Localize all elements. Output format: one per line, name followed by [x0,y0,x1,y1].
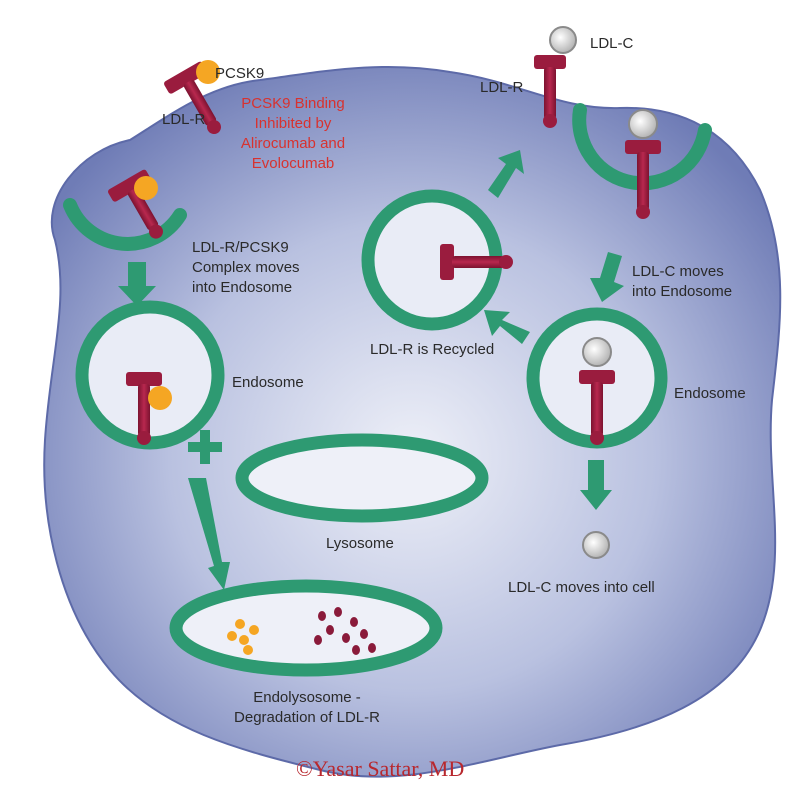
ldlc-moves-line-2: into Endosome [632,283,733,300]
ldlr-recycled [440,244,513,280]
ldlc-moves-line-1: LDL-C moves [632,263,724,280]
ldlr-ldlc-top [534,55,566,128]
complex-line-2: Complex moves [192,259,300,276]
pcsk9-fragments [227,619,259,655]
endosome-left-label: Endosome [232,374,304,391]
membrane-pit-left [63,198,187,251]
arrow-up-icon [488,150,524,198]
pcsk9-label: PCSK9 [215,65,265,82]
inhibition-line-3: Alirocumab and [240,135,346,152]
ldlr-ldlc-in-pit [625,140,661,219]
author-credit: ©Yasar Sattar, MD [296,756,465,781]
ldlc-label-top: LDL-C [590,35,634,52]
ldl-c-particle [628,109,658,139]
arrow-down-icon [580,460,612,510]
endolysosome [169,579,443,677]
ldlr-fragments [314,607,376,655]
lysosome [235,433,489,523]
ldl-c-particle [582,531,610,559]
lysosome-label: Lysosome [326,535,394,552]
ldlr-ldlc-endosome [579,370,615,445]
ldlc-moves-endosome-label: LDL-C moves into Endosome [632,262,732,302]
pcsk9-icon [148,386,172,410]
ldlc-into-cell-label: LDL-C moves into cell [508,579,655,596]
endolysosome-label: Endolysosome - Degradation of LDL-R [212,688,402,728]
complex-moves-label: LDL-R/PCSK9 Complex moves into Endosome [192,238,300,298]
ldl-c-particle [549,26,577,54]
arrow-left-icon [484,310,530,344]
endolysosome-line-2: Degradation of LDL-R [234,709,380,726]
ldlr-pcsk9-endosome [126,372,162,445]
ldl-c-particle [582,337,612,367]
pcsk9-icon [196,60,220,84]
ldlr-label-left: LDL-R [162,111,206,128]
membrane-pit-right [572,103,712,191]
pcsk9-icon [134,176,158,200]
inhibition-line-2: Inhibited by [254,115,332,132]
ldlr-label-right: LDL-R [480,79,524,96]
pcsk9-inhibition-note: PCSK9 Binding Inhibited by Alirocumab an… [228,94,358,174]
inhibition-line-4: Evolocumab [251,155,335,172]
arrow-down-icon [590,252,624,302]
inhibition-line-1: PCSK9 Binding [241,95,345,112]
complex-line-3: into Endosome [192,279,293,296]
recycled-label: LDL-R is Recycled [370,341,495,358]
arrow-down-icon [118,262,156,306]
complex-line-1: LDL-R/PCSK9 [192,239,289,256]
endolysosome-line-1: Endolysosome - [253,689,361,706]
arrow-down-icon [188,478,230,590]
endosome-right-label: Endosome [674,385,746,402]
pathway-arrows [118,150,624,590]
